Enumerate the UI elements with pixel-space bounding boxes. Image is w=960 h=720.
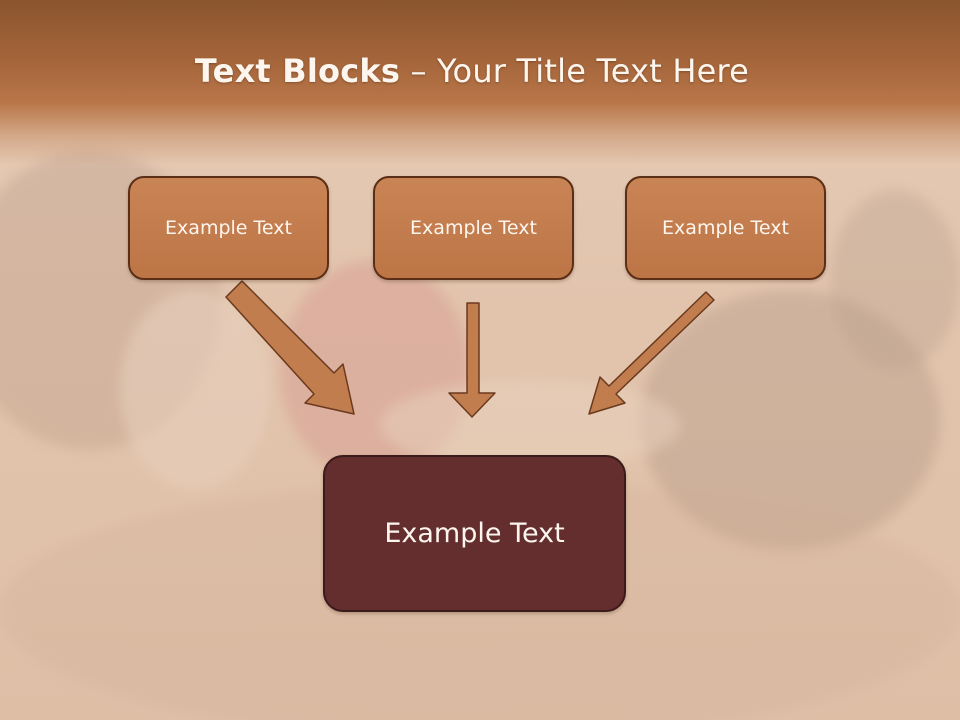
arrow-center	[448, 302, 496, 418]
text-block-3-label: Example Text	[662, 217, 789, 239]
text-block-1-label: Example Text	[165, 217, 292, 239]
main-text-block-label: Example Text	[384, 518, 565, 549]
text-block-2-label: Example Text	[410, 217, 537, 239]
main-text-block: Example Text	[323, 455, 626, 612]
text-block-3: Example Text	[625, 176, 826, 280]
slide-title: Text Blocks – Your Title Text Here	[0, 52, 944, 90]
text-block-1: Example Text	[128, 176, 329, 280]
text-block-2: Example Text	[373, 176, 574, 280]
title-band	[0, 0, 960, 165]
arrow-left	[225, 280, 355, 415]
arrow-right	[588, 291, 715, 415]
title-bold-text: Text Blocks	[194, 52, 401, 90]
title-rest-text: – Your Title Text Here	[400, 52, 750, 90]
